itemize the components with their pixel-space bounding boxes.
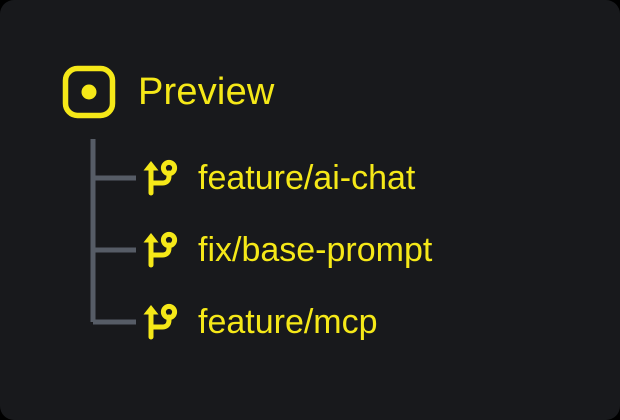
- tree-branch-item-0[interactable]: feature/ai-chat: [138, 154, 415, 202]
- tree-branch-label-1: fix/base-prompt: [198, 231, 433, 269]
- git-branch-icon: [143, 159, 178, 196]
- git-branch-icon: [143, 231, 178, 268]
- tree-root-label: Preview: [138, 71, 275, 113]
- preview-square-dot-icon: [62, 65, 116, 119]
- tree-branch-item-2[interactable]: feature/mcp: [138, 298, 378, 346]
- tree-root-item[interactable]: Preview: [62, 64, 275, 120]
- tree-branch-label-2: feature/mcp: [198, 303, 378, 341]
- tree-branch-label-0: feature/ai-chat: [198, 159, 416, 197]
- git-branch-icon: [143, 303, 178, 340]
- tree-branch-item-1[interactable]: fix/base-prompt: [138, 226, 432, 274]
